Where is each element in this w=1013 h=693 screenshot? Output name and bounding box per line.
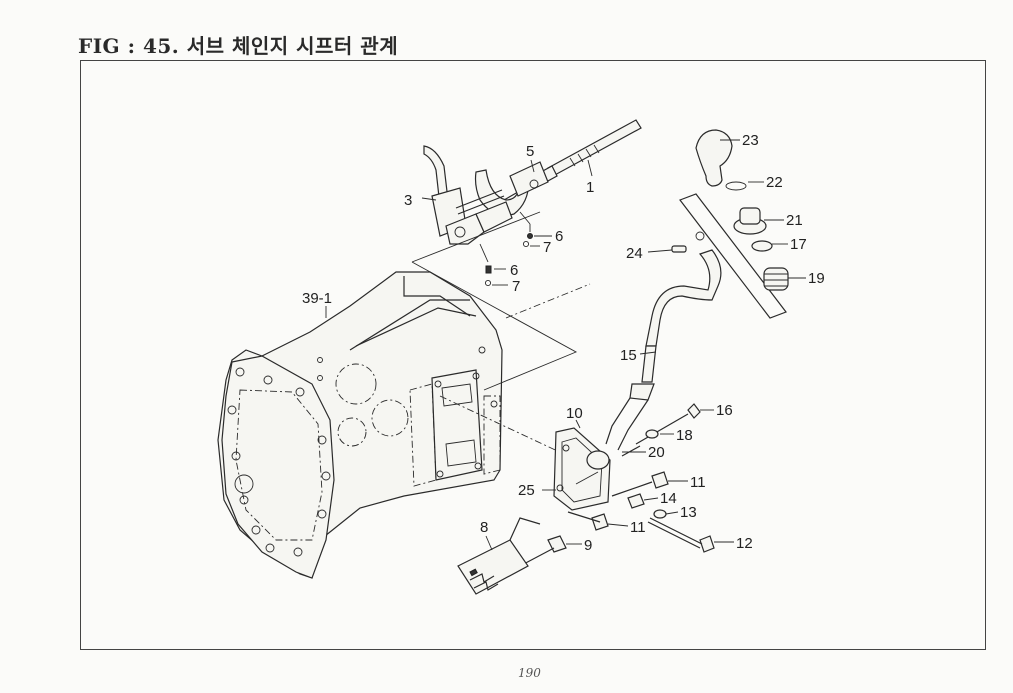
bolt-9	[519, 535, 567, 567]
callout-22: 22	[766, 174, 783, 191]
callout-20: 20	[648, 444, 665, 461]
lever-boot-plate	[679, 193, 787, 319]
bolt-11-a	[611, 471, 669, 497]
callout-leaders	[325, 139, 806, 551]
callout-7: 7	[512, 278, 520, 295]
callout-21: 21	[786, 212, 803, 229]
spring-19	[763, 267, 789, 291]
callout-12: 12	[736, 535, 753, 552]
callout-19: 19	[808, 270, 825, 287]
washer-18	[645, 429, 659, 439]
snap-ring-22	[725, 181, 747, 191]
callout-3: 3	[404, 192, 412, 209]
detent-ball-and-spring	[479, 211, 533, 287]
transmission-case	[217, 271, 503, 579]
callout-labels: 1 3 5 6 7 6 7 39-1 23 22 21 17 19 24 15 …	[302, 132, 825, 554]
callout-23: 23	[742, 132, 759, 149]
bolt-16	[635, 403, 701, 445]
washer-17	[751, 240, 773, 252]
shift-knob-23	[695, 129, 733, 187]
page-number: 190	[518, 666, 541, 680]
callout-16: 16	[716, 402, 733, 419]
callout-9: 9	[584, 537, 592, 554]
callout-1: 1	[586, 179, 594, 196]
callout-17: 17	[790, 236, 807, 253]
figure-title: FIG : 45. 서브 체인지 시프터 관계	[78, 34, 399, 58]
callout-6: 6	[510, 262, 518, 279]
boot-21	[733, 207, 767, 235]
pin-24	[671, 245, 687, 253]
shift-lever	[605, 249, 722, 451]
bolt-11-b	[567, 511, 609, 531]
pin-20	[621, 445, 641, 457]
shift-pattern-plate	[457, 517, 541, 595]
callout-6: 6	[555, 228, 563, 245]
callout-39-1: 39-1	[302, 290, 332, 307]
callout-8: 8	[480, 519, 488, 536]
callout-11: 11	[690, 474, 706, 491]
bolt-12	[647, 517, 715, 553]
diagram-frame	[80, 60, 986, 650]
callout-7: 7	[543, 239, 551, 256]
shift-fork-3	[423, 145, 513, 245]
washer-13	[653, 509, 667, 519]
callout-13: 13	[680, 504, 697, 521]
shift-fork-5	[474, 161, 549, 216]
callout-24: 24	[626, 245, 643, 262]
callout-5: 5	[526, 143, 534, 160]
callout-25: 25	[518, 482, 535, 499]
callout-18: 18	[676, 427, 693, 444]
callout-10: 10	[566, 405, 583, 422]
lever-housing	[553, 427, 611, 511]
callout-15: 15	[620, 347, 637, 364]
nut-14	[627, 493, 645, 509]
callout-14: 14	[660, 490, 677, 507]
callout-11: 11	[630, 519, 646, 536]
